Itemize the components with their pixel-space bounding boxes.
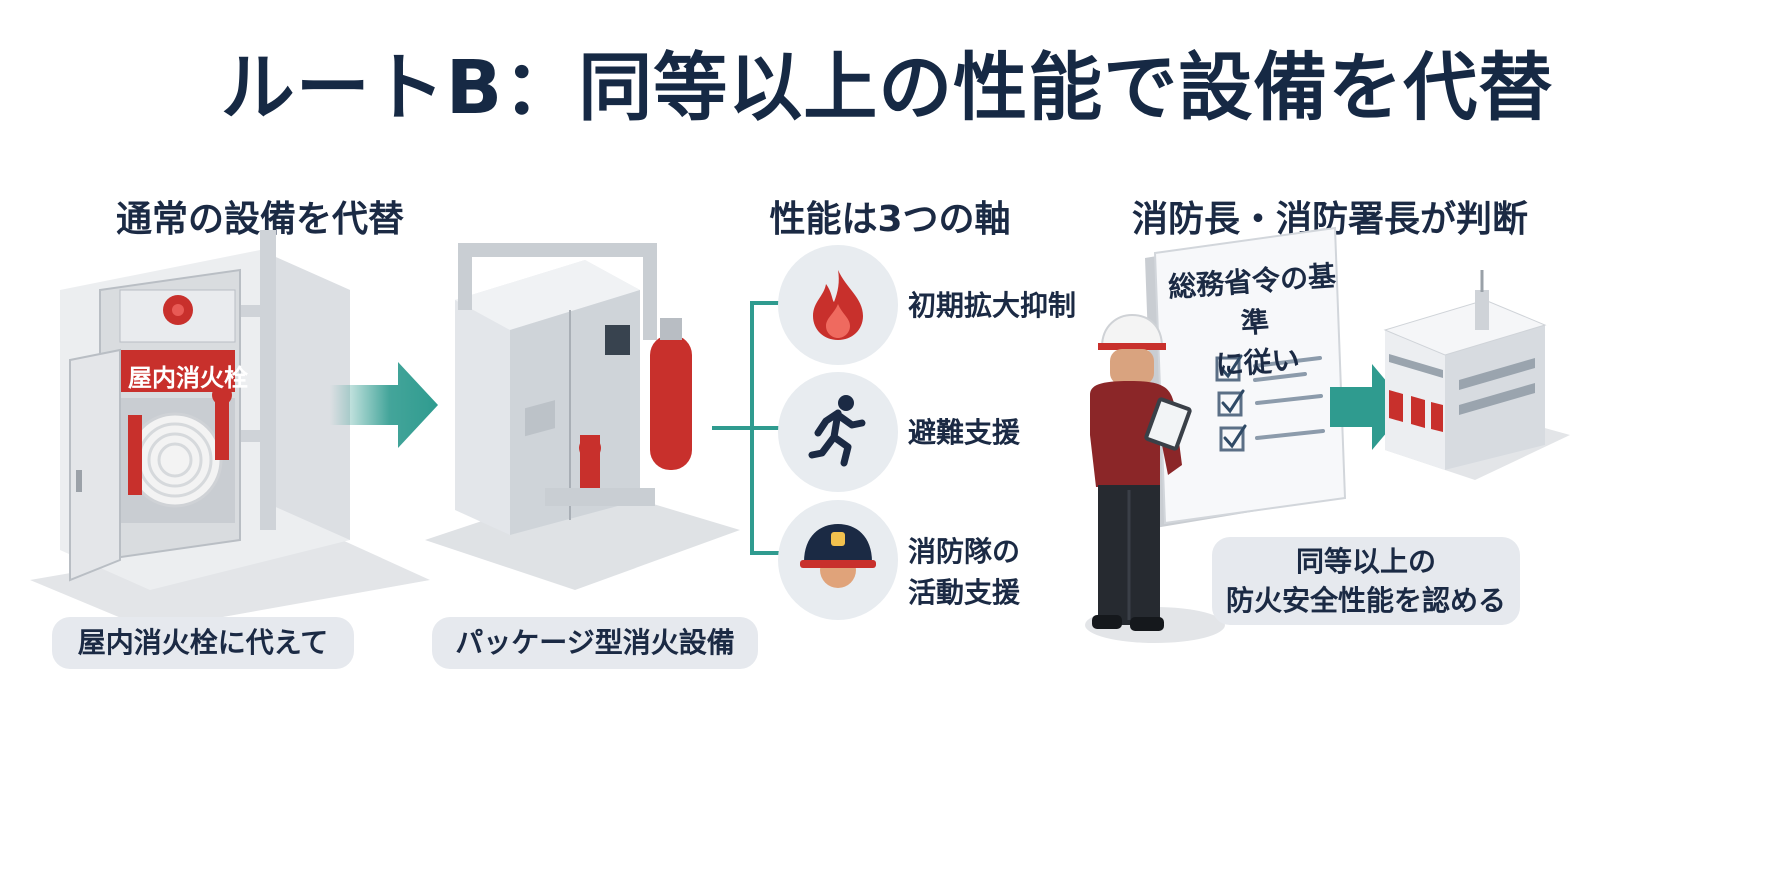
caption-from: 屋内消火栓に代えて (52, 617, 354, 669)
fire-official-figure (1085, 313, 1225, 643)
cabinet-label: 屋内消火栓 (128, 364, 248, 392)
firefighter-helmet-icon (800, 524, 876, 588)
indoor-hydrant-illustration (30, 230, 430, 630)
middle-heading: 性能は3つの軸 (769, 199, 1011, 240)
caption-to: パッケージ型消火設備 (432, 617, 758, 669)
approval-caption: 同等以上の 防火安全性能を認める (1212, 537, 1520, 625)
left-heading: 通常の設備を代替 (115, 199, 404, 240)
replace-arrow-icon (330, 362, 438, 448)
fire-station-building-illustration (1383, 270, 1570, 480)
axis-label-1: 初期拡大抑制 (908, 289, 1077, 322)
axis-label-3: 消防隊の 活動支援 (908, 535, 1021, 609)
axis-label-2: 避難支援 (908, 416, 1021, 449)
page-title: ルートB：同等以上の性能で設備を代替 (220, 45, 1554, 131)
package-extinguishing-unit-illustration (425, 243, 740, 590)
axes-bracket (712, 301, 782, 555)
flame-icon (813, 270, 863, 340)
running-person-icon (808, 395, 866, 467)
standards-document-illustration (1145, 226, 1347, 528)
